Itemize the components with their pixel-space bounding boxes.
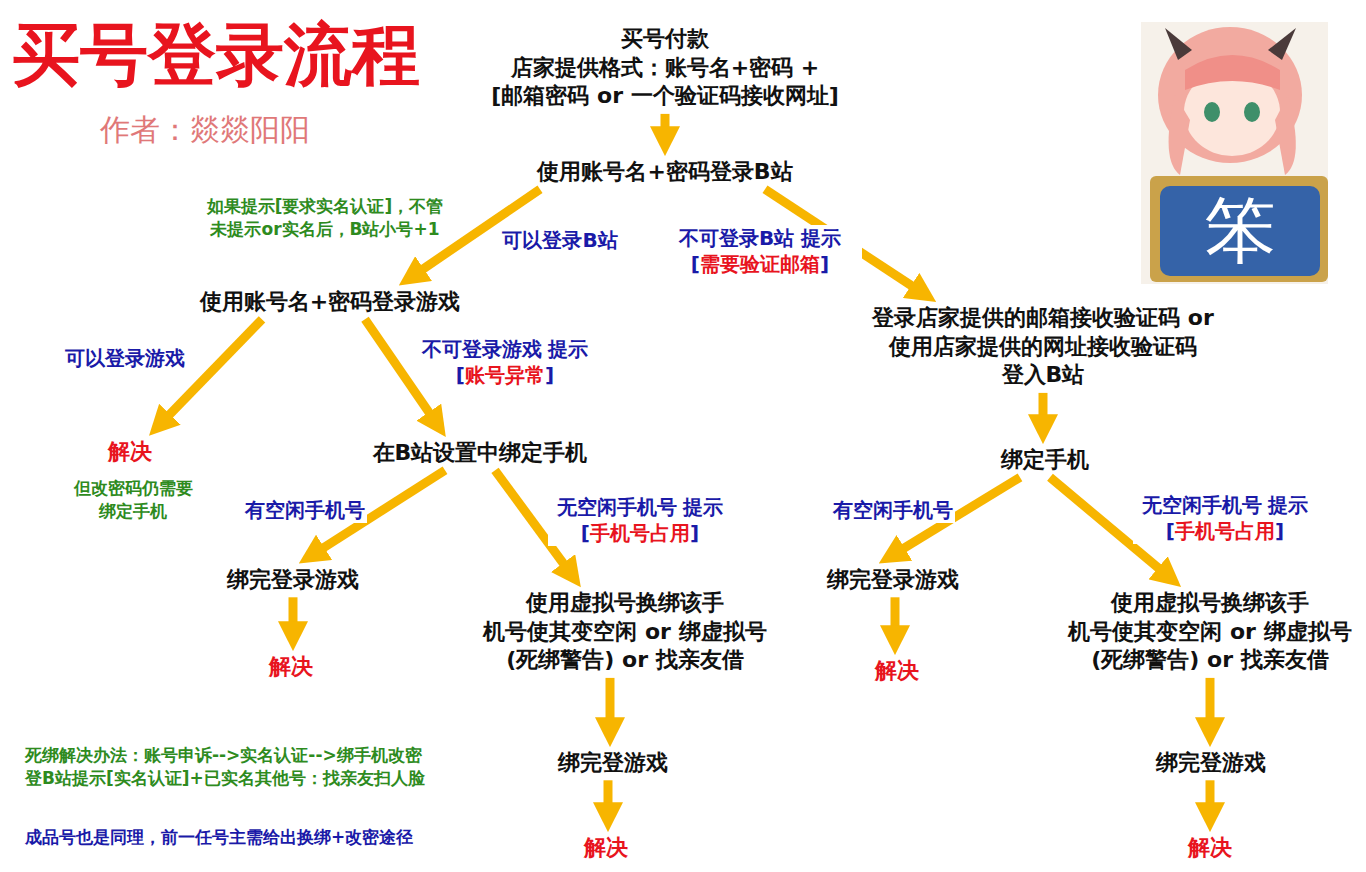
flow-arrow	[604, 780, 613, 810]
process-step: 使用账号名+密码登录游戏	[200, 288, 460, 317]
flow-arrow	[891, 597, 900, 633]
step-text: 店家提供格式：账号名+密码 +[邮箱密码 or 一个验证码接收网址]	[480, 54, 850, 111]
process-step: 在B站设置中绑定手机	[373, 439, 588, 468]
step-text: 绑定手机	[1001, 446, 1089, 475]
footnote: 死绑解决办法：账号申诉-->实名认证-->绑手机改密 登B站提示[实名认证]+已…	[25, 744, 455, 790]
step-text: 使用账号名+密码登录游戏	[200, 288, 460, 317]
step-text: 绑完登录游戏	[227, 566, 359, 595]
edge-label: 可以登录游戏	[63, 345, 187, 371]
step-text: 使用虚拟号换绑该手 机号使其变空闲 or 绑虚拟号(死绑警告) or 找亲友借	[483, 589, 768, 675]
sign-frame	[1150, 176, 1328, 282]
edge-label: 无空闲手机号 提示[手机号占用]	[1133, 492, 1317, 544]
result-step: 解决	[108, 438, 152, 467]
flow-arrow	[289, 597, 298, 629]
step-text: 绑完登游戏	[558, 749, 668, 778]
side-note: 但改密码仍需要 绑定手机	[58, 477, 208, 523]
step-text: 绑完登录游戏	[827, 566, 959, 595]
step-text: 在B站设置中绑定手机	[373, 439, 588, 468]
result-step: 解决	[1188, 834, 1232, 863]
eye	[1204, 102, 1220, 122]
result-step: 解决	[875, 657, 919, 686]
edge-label: 无空闲手机号 提示[手机号占用]	[548, 494, 732, 546]
process-step: 绑完登游戏	[1156, 749, 1266, 778]
hair-side	[1169, 95, 1190, 175]
result-step: 解决	[269, 653, 313, 682]
horn	[1268, 28, 1296, 60]
eye	[1244, 102, 1260, 122]
author-note: 作者：燚燚阳阳	[100, 110, 310, 151]
step-text: 买号付款	[480, 25, 850, 54]
process-step: 绑定手机	[1001, 446, 1089, 475]
sign-character: 笨	[1204, 182, 1276, 279]
edge-label: 不可登录B站 提示[需要验证邮箱]	[658, 225, 862, 277]
process-step: 绑完登录游戏	[827, 566, 959, 595]
edge-label: 可以登录B站	[500, 227, 619, 253]
result-step: 解决	[584, 834, 628, 863]
process-step: 绑完登录游戏	[227, 566, 359, 595]
step-text: 绑完登游戏	[1156, 749, 1266, 778]
page-title: 买号登录流程	[12, 18, 420, 93]
step-text: 解决	[1188, 834, 1232, 863]
step-text: 解决	[584, 834, 628, 863]
edge-label: 有空闲手机号	[831, 497, 955, 523]
edge-label: 有空闲手机号	[243, 497, 367, 523]
step-text: 解决	[269, 653, 313, 682]
process-step: 绑完登游戏	[558, 749, 668, 778]
picture-ground	[1141, 22, 1328, 284]
start-step: 买号付款店家提供格式：账号名+密码 +[邮箱密码 or 一个验证码接收网址]	[480, 25, 850, 111]
flow-arrow	[1206, 678, 1215, 726]
step-text: 使用虚拟号换绑该手 机号使其变空闲 or 绑虚拟号(死绑警告) or 找亲友借	[1068, 589, 1353, 675]
process-step: 使用虚拟号换绑该手 机号使其变空闲 or 绑虚拟号(死绑警告) or 找亲友借	[1068, 589, 1353, 675]
step-text: 使用账号名+密码登录B站	[537, 158, 792, 187]
flow-arrow	[1039, 393, 1048, 423]
process-step: 使用账号名+密码登录B站	[537, 158, 792, 187]
flow-arrow	[1206, 780, 1215, 810]
hair-side	[1275, 95, 1296, 175]
process-step: 登录店家提供的邮箱接收验证码 or 使用店家提供的网址接收验证码 登入B站	[858, 304, 1228, 390]
step-text: 解决	[875, 657, 919, 686]
edge-label: 不可登录游戏 提示[账号异常]	[418, 336, 592, 388]
footnote: 成品号也是同理，前一任号主需给出换绑+改密途径	[25, 826, 413, 849]
character-illustration	[1141, 22, 1328, 284]
flow-arrow	[606, 678, 615, 726]
flow-arrow	[661, 114, 670, 135]
side-note: 如果提示[要求实名认证]，不管 未提示or实名后，B站小号+1	[193, 195, 458, 241]
fringe	[1185, 55, 1280, 90]
horn	[1165, 28, 1192, 60]
step-text: 登录店家提供的邮箱接收验证码 or 使用店家提供的网址接收验证码 登入B站	[858, 304, 1228, 390]
process-step: 使用虚拟号换绑该手 机号使其变空闲 or 绑虚拟号(死绑警告) or 找亲友借	[483, 589, 768, 675]
step-text: 解决	[108, 438, 152, 467]
